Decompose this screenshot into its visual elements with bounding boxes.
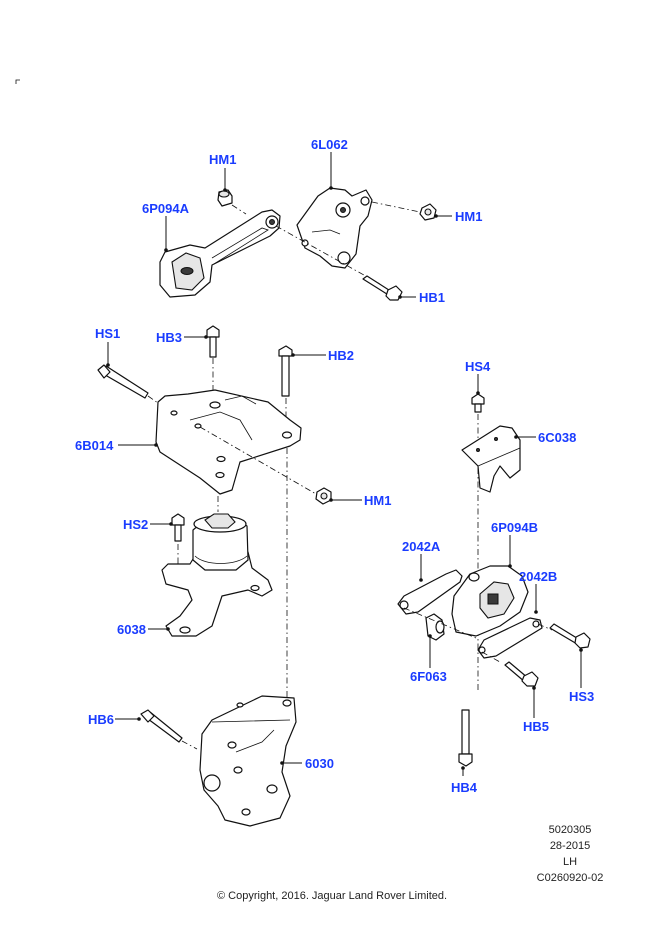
copyright-notice: © Copyright, 2016. Jaguar Land Rover Lim… (217, 890, 448, 902)
callout-2042a[interactable]: 2042A (402, 539, 441, 554)
bracket-6030 (199, 695, 297, 827)
callout-6b014[interactable]: 6B014 (75, 438, 114, 453)
callout-hb5[interactable]: HB5 (523, 719, 550, 734)
callout-6c038[interactable]: 6C038 (538, 430, 577, 445)
callout-6p094b[interactable]: 6P094B (491, 520, 538, 535)
bolt-hs4 (471, 393, 485, 413)
bolt-hb1 (362, 275, 403, 301)
bracket-6b014 (155, 389, 302, 495)
nut-hm1-top (217, 189, 233, 207)
callout-hm1[interactable]: HM1 (364, 493, 392, 508)
callout-hm1[interactable]: HM1 (209, 152, 237, 167)
bolt-hb4 (458, 709, 473, 767)
torque-rod-6p094a (159, 209, 281, 298)
bolt-hb2 (278, 345, 293, 397)
heat-shield-6c038 (461, 425, 521, 493)
bushing-6f063 (425, 613, 445, 641)
illustration-ref: C0260920-02 (536, 872, 604, 884)
bolt-hs1 (97, 364, 149, 399)
callout-hm1[interactable]: HM1 (455, 209, 483, 224)
bolt-hb5 (504, 661, 539, 687)
nut-hm1-right (419, 203, 437, 221)
leader-lines (106, 152, 583, 776)
callout-2042b[interactable]: 2042B (519, 569, 558, 584)
callout-6030[interactable]: 6030 (305, 756, 334, 771)
bracket-6l062 (296, 187, 373, 269)
callout-6f063[interactable]: 6F063 (410, 669, 447, 684)
callout-hb1[interactable]: HB1 (419, 290, 446, 305)
callout-6p094a[interactable]: 6P094A (142, 201, 189, 216)
illustration-code: 28-2015 (549, 840, 591, 852)
link-2042a (397, 569, 463, 615)
callout-hs4[interactable]: HS4 (465, 359, 491, 374)
callout-6038[interactable]: 6038 (117, 622, 146, 637)
mount-6p094b (451, 565, 529, 637)
illustration-metadata: 5020305 28-2015 LH C0260920-02 (520, 822, 620, 886)
callout-hs1[interactable]: HS1 (95, 326, 121, 341)
callout-hb3[interactable]: HB3 (156, 330, 183, 345)
callout-hb4[interactable]: HB4 (451, 780, 478, 795)
callout-hb2[interactable]: HB2 (328, 348, 355, 363)
engine-mount-6038 (161, 513, 273, 637)
callout-hs2[interactable]: HS2 (123, 517, 149, 532)
bolt-hb3 (206, 325, 220, 358)
callout-6l062[interactable]: 6L062 (311, 137, 348, 152)
bolt-hs3 (549, 623, 591, 649)
bolt-hb6 (140, 709, 183, 743)
bolt-hs2 (171, 513, 185, 542)
illustration-side: LH (562, 856, 578, 868)
nut-hm1-mid (315, 487, 332, 505)
callout-hb6[interactable]: HB6 (88, 712, 115, 727)
callout-hs3[interactable]: HS3 (569, 689, 595, 704)
link-2042b (477, 617, 543, 659)
illustration-number: 5020305 (548, 824, 592, 836)
